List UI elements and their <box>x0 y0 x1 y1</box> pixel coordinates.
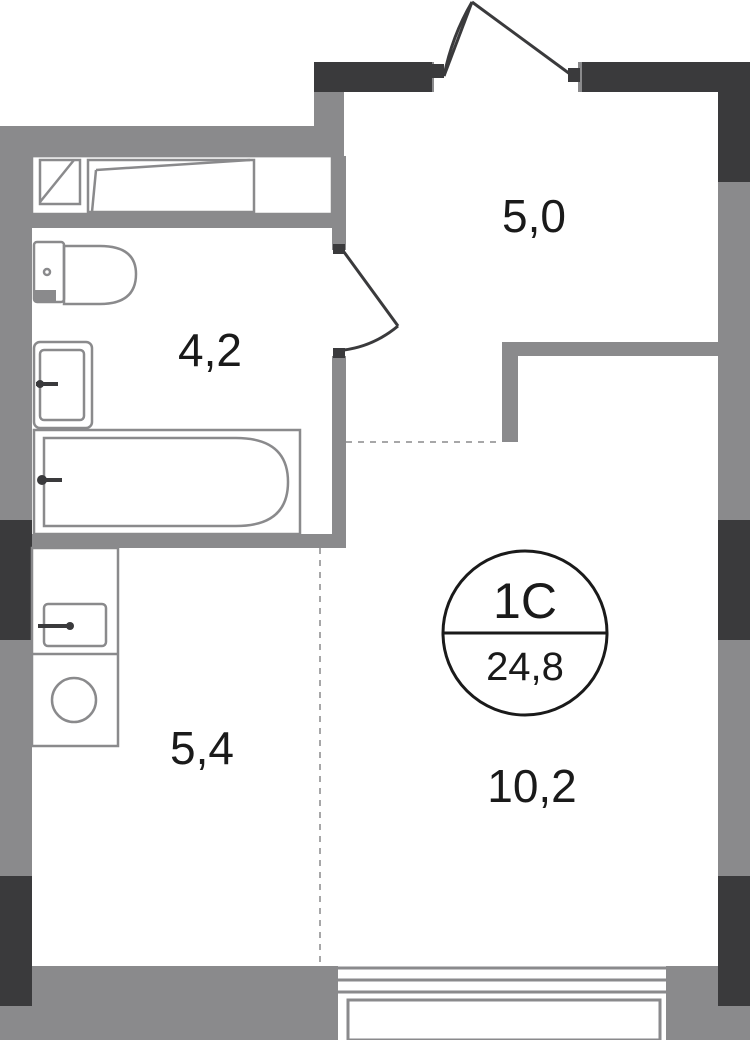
sink-icon <box>32 340 94 430</box>
wall-bath-right <box>332 156 346 250</box>
wall-wardrobe-divider <box>32 214 332 228</box>
window <box>338 966 666 1040</box>
wall-bath-bottom <box>32 534 346 548</box>
column <box>582 62 718 92</box>
wall-bath-right-lower <box>332 356 346 548</box>
columns <box>0 62 750 1006</box>
column <box>0 520 32 640</box>
kitchen-counter <box>30 546 120 748</box>
bathroom-door <box>333 244 400 358</box>
column <box>314 62 432 92</box>
living-area-label: 10,2 <box>487 760 577 812</box>
apartment-total-area: 24,8 <box>486 645 564 689</box>
hall-area-label: 5,0 <box>502 190 566 242</box>
kitchen-area-label: 5,4 <box>170 722 234 774</box>
column <box>718 520 750 640</box>
sink-icon <box>38 602 108 648</box>
wall-top-left <box>0 126 344 156</box>
column <box>718 876 750 1006</box>
wall-bottom-left <box>0 966 338 1040</box>
column <box>0 876 32 1006</box>
zone-dividers <box>319 441 502 966</box>
wall-partition-horizontal <box>502 342 718 356</box>
column <box>718 62 750 182</box>
entrance-door <box>432 0 580 82</box>
wall-partition-vertical <box>502 342 518 442</box>
toilet-icon <box>32 240 138 306</box>
apartment-type: 1С <box>493 573 557 629</box>
bathtub-icon <box>32 428 302 536</box>
stove-icon <box>50 676 98 724</box>
bathroom-area-label: 4,2 <box>178 324 242 376</box>
wardrobe-icon <box>30 154 334 216</box>
apartment-badge: 1С 24,8 <box>441 549 609 717</box>
